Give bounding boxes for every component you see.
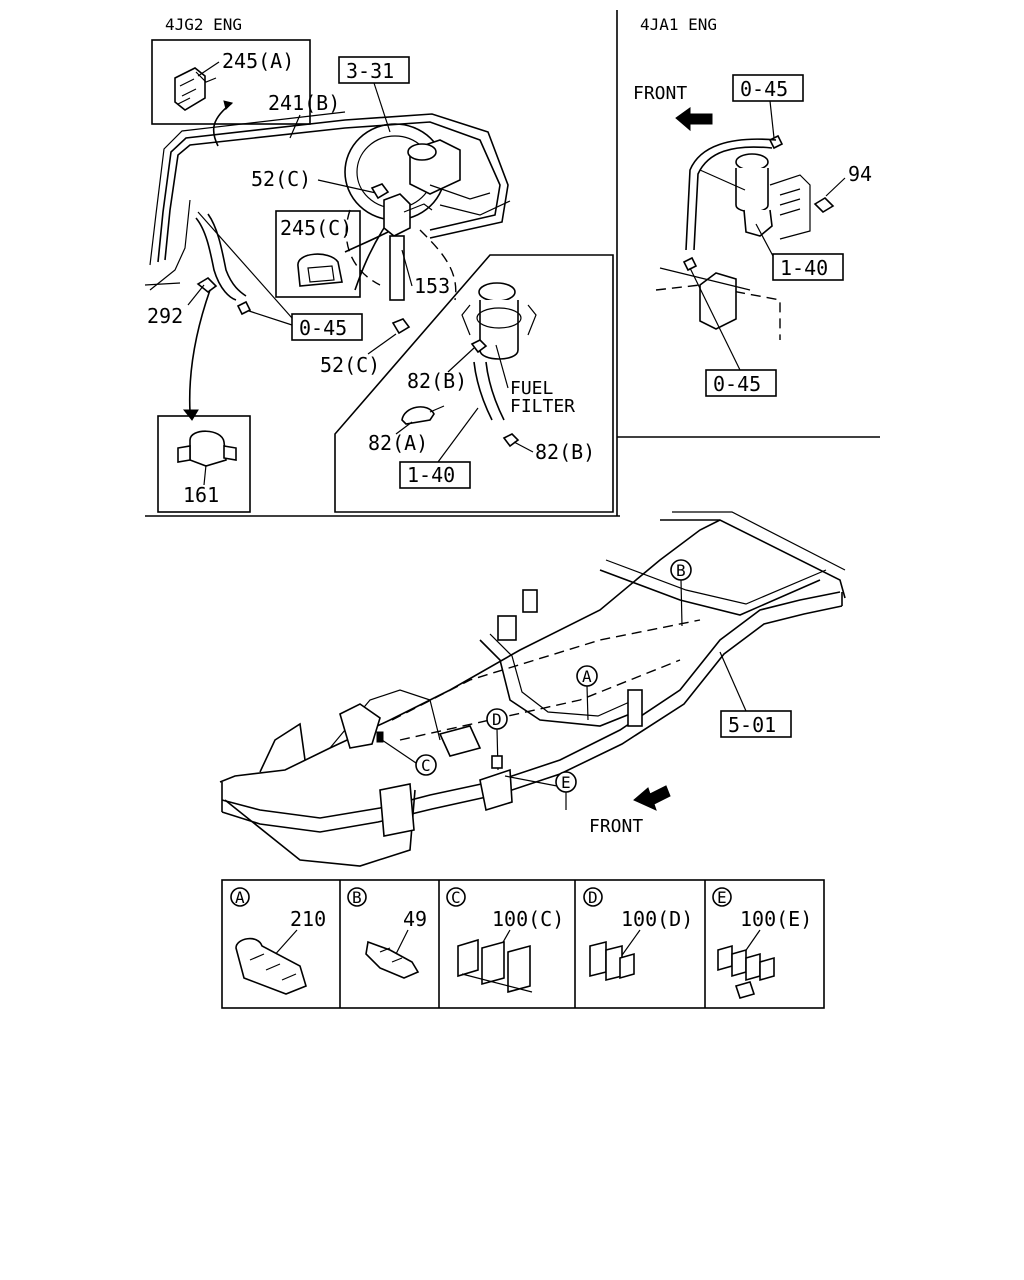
legend-d-part: 100(D) xyxy=(621,907,693,931)
label-245c: 245(C) xyxy=(280,216,352,240)
callout-a-letter: A xyxy=(582,667,592,686)
label-245a: 245(A) xyxy=(222,49,294,73)
label-94: 94 xyxy=(848,162,872,186)
callout-d-letter: D xyxy=(492,710,502,729)
label-82b-upper: 82(B) xyxy=(407,369,467,393)
legend-e-letter: E xyxy=(717,888,727,907)
chassis-frame xyxy=(219,511,846,867)
callout-a: A xyxy=(576,665,598,721)
front-arrow-top xyxy=(675,107,713,132)
legend-cell-c: C 100(C) xyxy=(446,887,564,994)
label-0-45-left: 0-45 xyxy=(299,316,347,340)
label-52c-top: 52(C) xyxy=(251,167,311,191)
callout-c-letter: C xyxy=(421,756,431,775)
left-engine-title: 4JG2 ENG xyxy=(165,15,242,34)
label-1-40-right: 1-40 xyxy=(780,256,828,280)
label-82b-lower: 82(B) xyxy=(535,440,595,464)
part-153 xyxy=(354,193,433,301)
legend-b-part: 49 xyxy=(403,907,427,931)
front-arrow-bottom xyxy=(633,785,671,811)
legend-cell-d: D 100(D) xyxy=(583,887,693,982)
callout-b: B xyxy=(670,559,692,627)
legend-cell-a: A 210 xyxy=(230,887,326,995)
label-153: 153 xyxy=(414,274,450,298)
legend-table: A 210 B 49 C 100(C) D xyxy=(221,879,825,1009)
legend-a-letter: A xyxy=(235,888,245,907)
legend-cell-b: B 49 xyxy=(347,887,427,979)
legend-c-letter: C xyxy=(451,888,461,907)
label-fuel-filter-2: FILTER xyxy=(510,396,575,417)
legend-d-letter: D xyxy=(588,888,598,907)
legend-b-letter: B xyxy=(352,888,362,907)
callout-d: D xyxy=(486,708,508,771)
label-front-top: FRONT xyxy=(633,83,687,104)
right-engine-group: FRONT 0-45 94 1-40 0-45 xyxy=(633,74,872,397)
label-3-31: 3-31 xyxy=(346,59,394,83)
hose-292 xyxy=(195,213,247,301)
booster-assembly xyxy=(344,123,511,301)
label-fuel-filter-1: FUEL xyxy=(510,378,554,399)
callout-b-letter: B xyxy=(676,561,686,580)
label-0-45-right-top: 0-45 xyxy=(740,77,788,101)
label-0-45-right-bottom: 0-45 xyxy=(713,372,761,396)
label-1-40-left: 1-40 xyxy=(407,463,455,487)
arrow-161 xyxy=(188,289,211,413)
legend-a-part: 210 xyxy=(290,907,326,931)
fuel-filter xyxy=(461,282,537,421)
right-engine-title: 4JA1 ENG xyxy=(640,15,717,34)
legend-c-part: 100(C) xyxy=(492,907,564,931)
callout-c: C xyxy=(376,731,437,776)
label-front-bottom: FRONT xyxy=(589,816,643,837)
left-engine-group: 245(A) 3-31 241(B) xyxy=(144,39,614,513)
label-161: 161 xyxy=(183,483,219,507)
label-292: 292 xyxy=(147,304,183,328)
fuel-filter-inset: 82(B) FUEL FILTER 82(A) 82(B) 1-40 xyxy=(334,254,614,513)
legend-cell-e: E 100(E) xyxy=(712,887,812,999)
part-245a-inset: 245(A) xyxy=(151,39,311,125)
label-52c-bottom: 52(C) xyxy=(320,353,380,377)
label-5-01: 5-01 xyxy=(728,713,776,737)
callout-e-letter: E xyxy=(561,773,571,792)
label-82a: 82(A) xyxy=(368,431,428,455)
label-241b: 241(B) xyxy=(268,91,340,115)
fuel-filter-4ja1 xyxy=(655,138,811,340)
section-dividers xyxy=(145,10,880,517)
callout-e: E xyxy=(504,771,577,810)
legend-e-part: 100(E) xyxy=(740,907,812,931)
part-245c-inset: 245(C) xyxy=(275,210,361,298)
part-161-inset: 161 xyxy=(157,415,251,513)
